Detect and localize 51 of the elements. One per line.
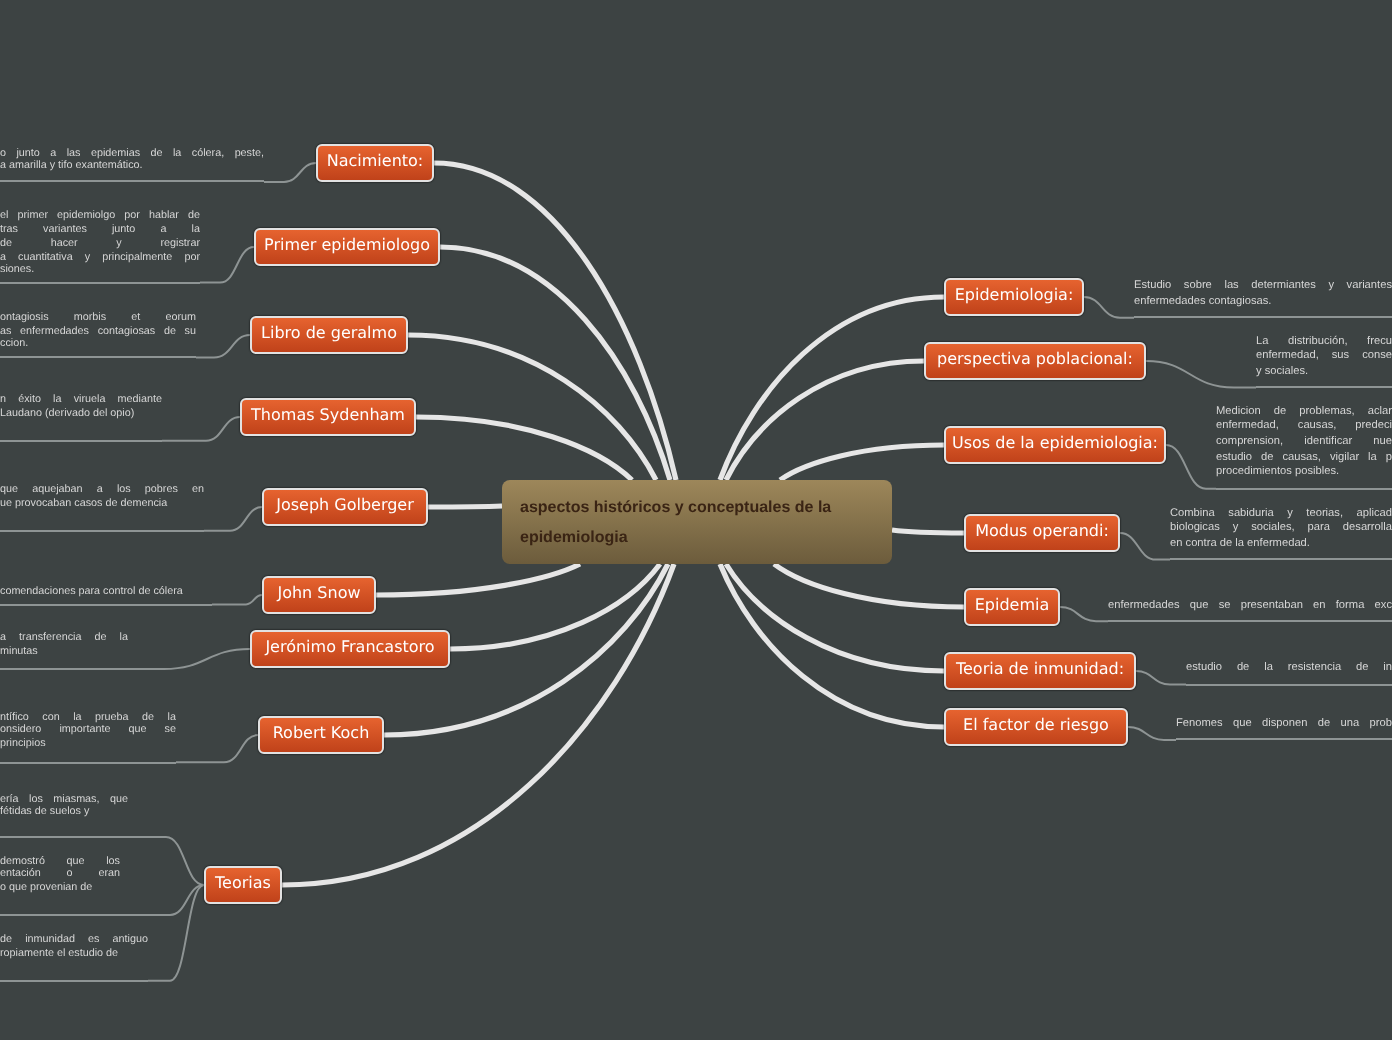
topic-box: Modus operandi: [964,514,1120,552]
branch-line [383,562,671,738]
topic-box: Teorias [204,866,282,904]
branch-line [433,160,679,481]
topic-box: Nacimiento: [316,144,434,182]
branch-line [407,332,659,482]
branch-line [375,561,582,598]
topic-box: Libro de geralmo [250,316,408,354]
branch-line [723,358,925,482]
branch-line [281,563,677,888]
topic-box: Teoria de inmunidad: [944,652,1136,690]
branch-line [449,562,662,652]
branch-line [127,648,251,670]
branch-line [1127,726,1177,741]
branch-line [717,294,945,481]
topic-box: Joseph Golberger [262,488,428,526]
topic-box: Primer epidemiologo [254,228,440,266]
topic-box: El factor de riesgo [944,708,1128,746]
branch-line [195,334,251,359]
branch-line [119,884,205,916]
branch-line [772,561,965,610]
branch-line [428,503,503,510]
topic-box: Epidemia [964,588,1060,626]
branch-line [1145,360,1257,389]
branch-line [415,414,634,482]
branch-line [175,734,259,764]
topic-box: Usos de la epidemiologia: [944,426,1166,464]
topic-box: Jerónimo Francastoro [250,630,450,668]
branch-line [439,244,673,481]
topic-box: perspectiva poblacional: [924,342,1146,380]
branch-line [1083,296,1135,319]
branch-line [778,442,945,483]
branch-line [1165,444,1217,490]
topic-box: John Snow [262,576,376,614]
branch-line [211,594,263,606]
branch-line [1135,670,1187,686]
branch-line [1059,606,1109,623]
central-topic: aspectos históricos y conceptuales de la epidemiologia [502,480,892,564]
branch-line [147,884,205,982]
branch-line [263,162,317,183]
topic-box: Epidemiologia: [944,278,1084,316]
topic-box: Robert Koch [258,716,384,754]
branch-line [127,835,205,886]
branch-line [723,562,945,674]
topic-box: Thomas Sydenham [240,398,416,436]
branch-line [717,562,945,730]
branch-line [199,246,255,284]
branch-line [891,527,964,536]
branch-line [203,506,263,532]
branch-line [1119,532,1171,561]
branch-line [161,416,241,442]
